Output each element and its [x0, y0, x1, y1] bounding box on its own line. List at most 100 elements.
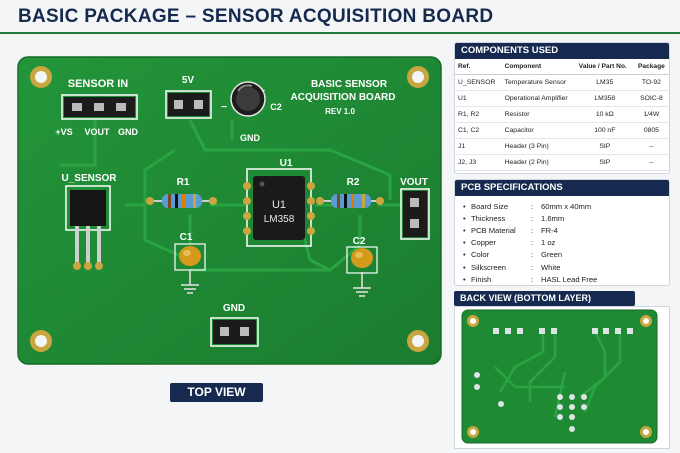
- top-view-label: TOP VIEW: [170, 383, 263, 402]
- label-r1: R1: [177, 177, 190, 188]
- cell-package: TO-92: [633, 74, 669, 91]
- table-header-row: Ref. Component Value / Part No. Package: [455, 59, 669, 75]
- table-row: U1 Operational Amplifier LM358 SOIC-8: [455, 90, 669, 107]
- bottom-mounting-holes: [467, 315, 652, 438]
- cell-ref: J1: [455, 138, 502, 155]
- spec-value: HASL Lead Free: [541, 274, 598, 284]
- spec-key: PCB Material: [471, 225, 516, 235]
- label-cap-minus: −: [221, 102, 227, 113]
- resistor-r2: [316, 194, 384, 208]
- cell-package: --: [633, 154, 669, 171]
- spec-key: Thickness: [471, 213, 506, 223]
- spec-value: 1.6mm: [541, 213, 565, 223]
- cell-component: Header (2 Pin): [501, 154, 576, 171]
- cell-value: LM358: [575, 90, 634, 107]
- capacitor-c1: [174, 243, 206, 294]
- col-component: Component: [501, 59, 576, 75]
- specs-header: PCB SPECIFICATIONS: [455, 180, 669, 196]
- header-gnd: [210, 317, 259, 347]
- spec-key: Silkscreen: [471, 262, 507, 272]
- cell-ref: U_SENSOR: [455, 74, 502, 91]
- table-row: C1, C2 Capacitor 100 nF 0805: [455, 122, 669, 139]
- label-vout: VOUT: [400, 177, 428, 188]
- capacitor-c2: [346, 246, 378, 297]
- components-header: COMPONENTS USED: [455, 43, 669, 59]
- spec-key: Board Size: [471, 201, 509, 211]
- list-item: •Finish:HASL Lead Free: [463, 274, 598, 284]
- cell-value: SIP: [575, 154, 634, 171]
- label-pin-vout: VOUT: [84, 127, 110, 137]
- header-vout: [400, 188, 430, 240]
- pcb-board: [17, 56, 442, 365]
- temperature-sensor: [65, 185, 111, 270]
- spec-key: Copper: [471, 238, 496, 248]
- cell-package: 0805: [633, 122, 669, 139]
- spec-value: 1 oz: [541, 238, 556, 248]
- col-ref: Ref.: [455, 59, 502, 75]
- label-u1: U1: [280, 158, 293, 169]
- components-panel: COMPONENTS USED Ref. Component Value / P…: [454, 42, 670, 174]
- table-row: J2, J3 Header (2 Pin) SIP --: [455, 154, 669, 171]
- pcb-top-view: SENSOR IN +VS VOUT GND 5V GND C2 BASIC S…: [17, 56, 442, 365]
- spec-value: Green: [541, 250, 563, 260]
- header-5v: [165, 90, 212, 119]
- cell-component: Capacitor: [501, 122, 576, 139]
- board-name-line2: ACQUISITION BOARD: [291, 92, 396, 103]
- spec-value: White: [541, 262, 561, 272]
- cell-ref: J2, J3: [455, 154, 502, 171]
- spec-key: Finish: [471, 274, 492, 284]
- mounting-holes: [30, 66, 429, 352]
- cell-component: Temperature Sensor: [501, 74, 576, 91]
- cell-package: 1/4W: [633, 106, 669, 123]
- cell-ref: R1, R2: [455, 106, 502, 123]
- list-item: •Thickness:1.6mm: [463, 213, 565, 223]
- label-r2: R2: [347, 177, 360, 188]
- col-package: Package: [633, 59, 669, 75]
- table-row: R1, R2 Resistor 10 kΩ 1/4W: [455, 106, 669, 123]
- list-item: •Copper:1 oz: [463, 238, 556, 248]
- label-c2: C2: [353, 236, 366, 247]
- components-table: Ref. Component Value / Part No. Package …: [455, 59, 669, 171]
- label-c2-top: C2: [270, 102, 282, 112]
- label-gnd-top: GND: [240, 133, 261, 143]
- ic-marking-ref: U1: [272, 199, 286, 211]
- label-gnd-bottom: GND: [223, 303, 245, 314]
- table-row: J1 Header (3 Pin) SIP --: [455, 138, 669, 155]
- board-name-line1: BASIC SENSOR: [311, 79, 388, 90]
- col-value: Value / Part No.: [575, 59, 634, 75]
- cell-value: 10 kΩ: [575, 106, 634, 123]
- label-pin-vs: +VS: [55, 127, 72, 137]
- title-divider: [0, 32, 680, 34]
- resistor-r1: [146, 194, 217, 208]
- bottom-view-label: BACK VIEW (BOTTOM LAYER): [454, 291, 635, 306]
- pcb-bottom-view: [461, 309, 658, 444]
- label-c1: C1: [180, 232, 193, 243]
- cell-component: Operational Amplifier: [501, 90, 576, 107]
- cell-package: --: [633, 138, 669, 155]
- cell-ref: U1: [455, 90, 502, 107]
- spec-key: Color: [471, 250, 490, 260]
- header-j1: [61, 94, 138, 120]
- label-sensor-in: SENSOR IN: [68, 78, 129, 90]
- cell-value: LM35: [575, 74, 634, 91]
- list-item: •Silkscreen:White: [463, 262, 561, 272]
- board-revision: REV 1.0: [325, 107, 355, 116]
- cell-component: Resistor: [501, 106, 576, 123]
- list-item: •Board Size:60mm x 40mm: [463, 201, 592, 211]
- cell-ref: C1, C2: [455, 122, 502, 139]
- cell-component: Header (3 Pin): [501, 138, 576, 155]
- spec-value: FR-4: [541, 225, 558, 235]
- electrolytic-capacitor: [230, 81, 266, 117]
- specs-panel: PCB SPECIFICATIONS •Board Size:60mm x 40…: [454, 179, 670, 286]
- label-pin-gnd: GND: [118, 127, 139, 137]
- ic-marking-part: LM358: [264, 214, 295, 225]
- page-title: BASIC PACKAGE – SENSOR ACQUISITION BOARD: [18, 6, 494, 27]
- bottom-pads: [474, 328, 633, 432]
- cell-value: SIP: [575, 138, 634, 155]
- list-item: •Color:Green: [463, 250, 563, 260]
- cell-value: 100 nF: [575, 122, 634, 139]
- label-5v: 5V: [182, 75, 195, 86]
- spec-value: 60mm x 40mm: [541, 201, 592, 211]
- cell-package: SOIC-8: [633, 90, 669, 107]
- table-row: U_SENSOR Temperature Sensor LM35 TO-92: [455, 74, 669, 91]
